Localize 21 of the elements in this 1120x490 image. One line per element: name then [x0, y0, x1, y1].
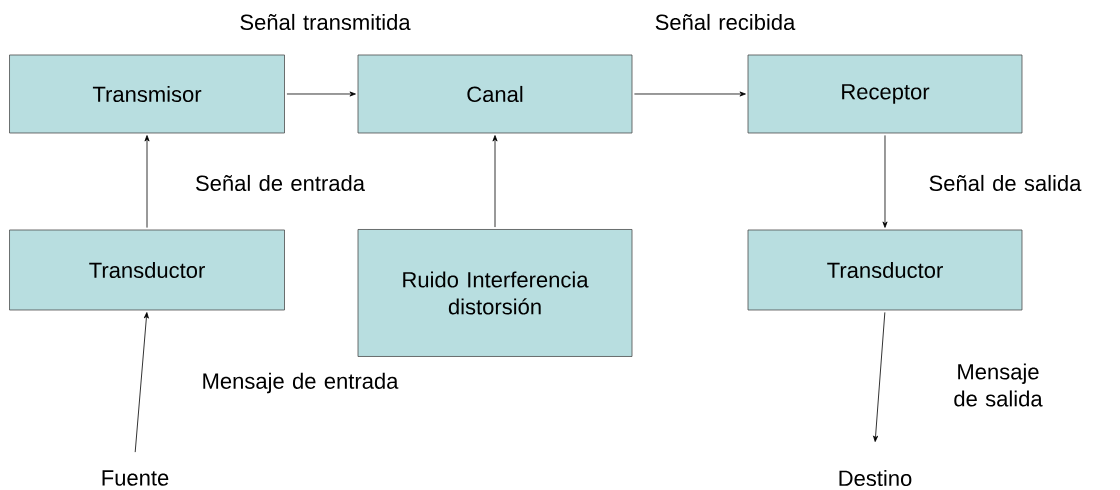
arrow	[634, 91, 746, 97]
edge-label: Señal recibida	[655, 13, 796, 31]
arrow	[144, 135, 150, 228]
process-box: Ruido Interferencia distorsión	[357, 229, 633, 357]
process-box: Transmisor	[9, 54, 285, 134]
arrow	[286, 91, 356, 97]
process-box: Transductor	[9, 229, 285, 311]
arrow	[882, 135, 888, 228]
process-box: Receptor	[747, 54, 1023, 134]
process-box: Canal	[357, 54, 633, 134]
edge-label: Señal de salida	[929, 174, 1082, 192]
terminal-label: Destino	[839, 469, 912, 487]
arrow	[134, 312, 149, 453]
arrow	[873, 312, 886, 442]
terminal-label: Fuente	[102, 470, 169, 486]
arrow	[492, 135, 498, 228]
edge-label: Señal de entrada	[196, 174, 365, 192]
process-box: Transductor	[747, 229, 1023, 311]
edge-label: Mensaje de entrada	[203, 372, 399, 394]
edge-label: Señal transmitida	[240, 13, 411, 31]
edge-label: Mensaje de salida	[954, 363, 1043, 407]
